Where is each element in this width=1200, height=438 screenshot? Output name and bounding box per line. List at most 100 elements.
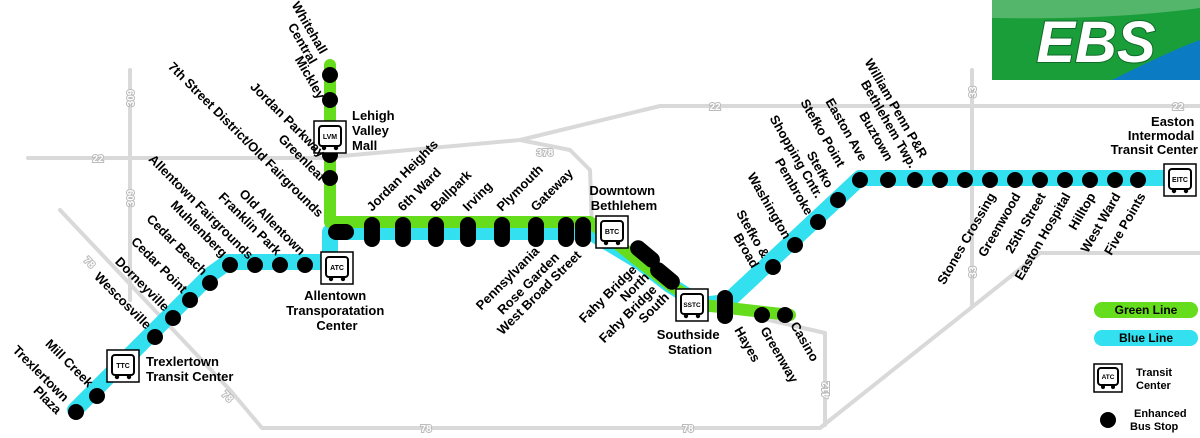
road-shield: 22 <box>1171 101 1185 114</box>
transit-center-icon-eitc: EITC <box>1163 163 1197 197</box>
transit-center-label-btc: Downtown Bethlehem <box>589 183 658 213</box>
road-label: 22 <box>709 102 721 113</box>
stop-dot <box>830 192 846 208</box>
stop-dot <box>297 257 313 273</box>
road-label: 309 <box>126 189 137 206</box>
legend-blue-line-swatch <box>1094 330 1198 346</box>
stop-dot <box>322 170 338 186</box>
road-shield: 78 <box>681 423 695 436</box>
legend-green-line-swatch <box>1094 302 1198 318</box>
bus-wheel-icon <box>1183 188 1189 194</box>
stop-dot <box>89 388 105 404</box>
map-legend: Green Line Blue Line ATC Transit Center … <box>1093 302 1198 433</box>
logo-swoosh-light <box>992 0 1200 19</box>
stop-dot <box>717 290 733 324</box>
stop-dot <box>222 257 238 273</box>
label-line: Casino <box>787 319 822 364</box>
stop-dot <box>395 217 411 247</box>
bus-wheel-icon <box>340 276 346 282</box>
enhanced-stops <box>68 67 1146 420</box>
road-us-22 <box>26 104 1200 160</box>
label-line: Enhanced <box>1134 408 1187 420</box>
label-line: Transit Center <box>1111 142 1198 157</box>
road-shield: 309 <box>125 188 138 207</box>
stop-dot <box>1032 172 1048 188</box>
transit-center-code: TTC <box>116 363 130 370</box>
stop-label: Casino <box>787 319 822 364</box>
legend-blue-line-label: Blue Line <box>1119 331 1173 345</box>
label-line: Center <box>316 318 357 333</box>
transit-center-label-atc: Allentown Transporatation Center <box>286 288 388 333</box>
label-line: Transit <box>1136 367 1172 379</box>
road-shield: 309 <box>125 88 138 107</box>
legend-enhanced-stop-label: Enhanced Bus Stop <box>1130 408 1190 433</box>
label-line: Station <box>668 342 712 357</box>
stop-dot <box>494 217 510 247</box>
bus-wheel-icon <box>1111 385 1115 389</box>
stop-dot <box>272 257 288 273</box>
bus-wheel-icon <box>328 276 334 282</box>
stop-dot <box>932 172 948 188</box>
bus-wheel-icon <box>683 313 689 319</box>
road-pa-378 <box>518 138 594 232</box>
transit-center-code: ATC <box>330 265 344 272</box>
stop-dot <box>957 172 973 188</box>
bus-icon <box>680 293 704 315</box>
label-line: Intermodal <box>1128 128 1194 143</box>
transit-center-code: ATC <box>1102 374 1115 381</box>
stop-dot <box>182 292 198 308</box>
stop-dot <box>765 259 781 275</box>
label-line: Allentown <box>304 288 366 303</box>
stop-dot <box>247 257 263 273</box>
stop-dot <box>528 217 544 247</box>
label-line: Transit Center <box>146 369 233 384</box>
stop-dot <box>322 92 338 108</box>
road-label: 33 <box>968 266 979 278</box>
transit-center-label-eitc: Easton Intermodal Transit Center <box>1111 114 1198 157</box>
label-line: Valley <box>352 123 390 138</box>
bus-wheel-icon <box>126 374 132 380</box>
road-shield: 378 <box>536 147 555 160</box>
label-line: Mall <box>352 138 377 153</box>
stop-dot <box>68 404 84 420</box>
bus-wheel-icon <box>333 145 339 151</box>
label-line: Easton <box>1151 114 1194 129</box>
stop-dot <box>1007 172 1023 188</box>
road-network <box>26 68 1200 430</box>
bus-wheel-icon <box>321 145 327 151</box>
road-i-78 <box>58 208 1200 430</box>
stop-dot <box>460 217 476 247</box>
stop-dot <box>575 217 591 247</box>
bus-icon <box>318 125 342 147</box>
bus-wheel-icon <box>1101 385 1105 389</box>
label-line: Downtown <box>589 183 655 198</box>
stop-dot <box>364 217 380 247</box>
stop-dot <box>810 214 826 230</box>
road-shield: 78 <box>80 254 98 272</box>
road-label: 33 <box>968 86 979 98</box>
stop-dot <box>202 275 218 291</box>
transit-center-label-lvm: Lehigh Valley Mall <box>352 108 398 153</box>
road-label: 22 <box>1172 102 1184 113</box>
stop-dot <box>328 224 354 240</box>
bus-icon <box>600 220 624 242</box>
legend-transit-center-icon: ATC <box>1093 363 1123 393</box>
transit-center-icons: LVM ATC TTC BTC <box>106 120 1197 383</box>
transit-center-icon-ttc: TTC <box>106 349 140 383</box>
stop-dot <box>880 172 896 188</box>
stop-dot <box>787 237 803 253</box>
bus-wheel-icon <box>603 240 609 246</box>
label-line: Southside <box>657 327 720 342</box>
road-label: 22 <box>92 154 104 165</box>
transit-center-code: BTC <box>605 229 619 236</box>
transit-center-labels: Lehigh Valley Mall Allentown Transporata… <box>146 108 1198 384</box>
stop-dot <box>754 307 770 323</box>
bus-icon <box>1168 168 1192 190</box>
transit-center-icon-lvm: LVM <box>313 120 347 154</box>
stop-dot <box>852 172 868 188</box>
road-label: 378 <box>537 148 554 159</box>
road-shield: 412 <box>820 380 833 399</box>
bus-icon <box>325 256 349 278</box>
logo-text: EBS <box>1036 10 1156 75</box>
